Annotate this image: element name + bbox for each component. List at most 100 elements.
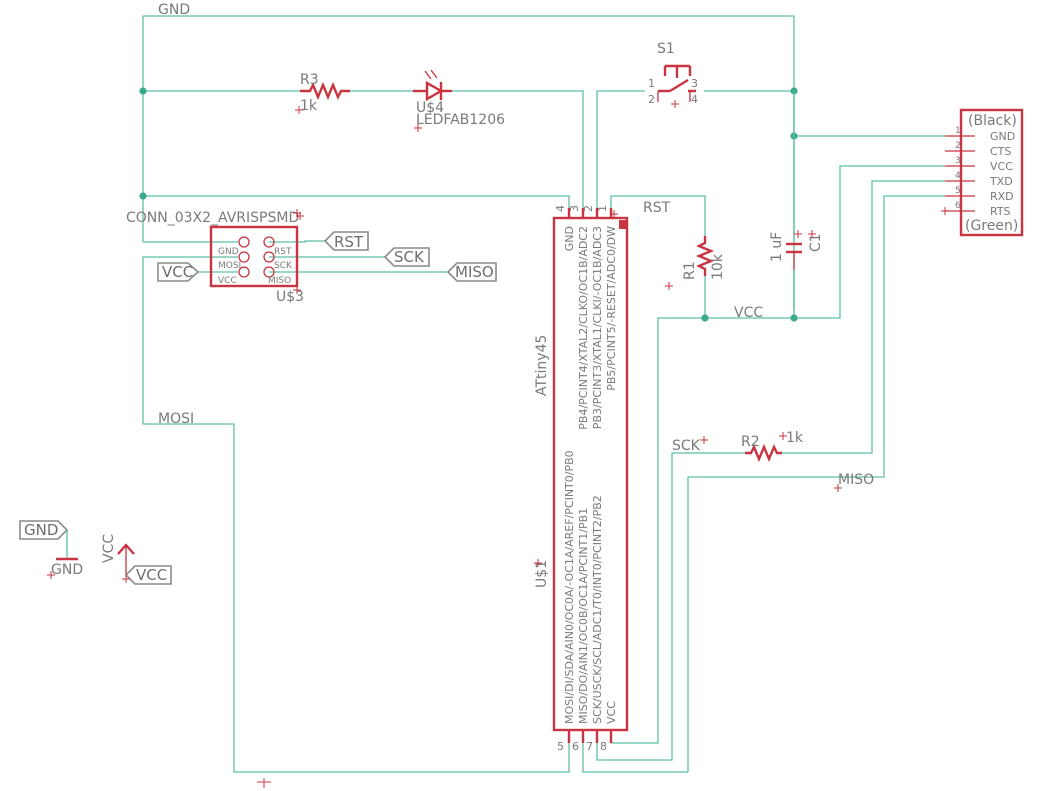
isp-pin-mosi: MOSI (218, 261, 241, 271)
resistor-r2[interactable]: R2 1k (741, 430, 804, 463)
isp-pad (238, 266, 250, 278)
resistor-r3-body (300, 81, 350, 101)
mcu-top-pin-num-1: 1 (596, 205, 609, 212)
ftdi-outline (959, 108, 1024, 237)
flag-vcc[interactable]: VCC (124, 565, 172, 585)
isp-pin-miso: MISO (268, 276, 291, 286)
ftdi-pin-num-4: 4 (955, 171, 961, 181)
ftdi-pin-cts: CTS (990, 145, 1011, 158)
resistor-r3-value: 1k (300, 98, 318, 114)
capacitor-c1[interactable]: 1 uF C1 (769, 91, 824, 270)
junction-dot (701, 314, 709, 322)
mcu-pin-vcc: VCC (605, 701, 618, 724)
junction-dot (139, 192, 147, 200)
wires (142, 15, 945, 773)
origin-cross-icon (534, 559, 542, 567)
origin-cross-icon (794, 230, 802, 238)
resistor-r1-value: 10k (710, 253, 726, 280)
flag-rst-label: RST (334, 233, 364, 251)
net-label-gnd: GND (158, 2, 190, 18)
flag-vcc-left[interactable]: VCC (157, 262, 200, 282)
mcu-pin-pb0: MOSI/DI/SDA/AIN0/OC0A/-OC1A/AREF/PCINT0/… (563, 450, 576, 724)
capacitor-name: C1 (808, 233, 824, 252)
isp-pin-sck: SCK (274, 261, 293, 271)
led-triangle-icon (425, 80, 444, 102)
wire-r2-ftdi (782, 180, 945, 454)
flag-gnd-shape (19, 520, 69, 540)
origin-cross-icon (296, 212, 304, 220)
mcu-top-pin-num-2: 2 (582, 205, 595, 212)
resistor-r1-body (695, 236, 715, 276)
vcc-symbol[interactable]: VCC (101, 534, 135, 575)
mcu-attiny45[interactable]: 4 3 2 1 GND PB4/PCINT4/XTAL2/CLKO/OC1B/A… (534, 205, 629, 753)
isp-pin-rst: RST (274, 247, 292, 257)
ftdi-pin-num-5: 5 (955, 186, 961, 196)
ftdi-pin-num-2: 2 (955, 141, 961, 151)
resistor-r3-name: R3 (300, 72, 319, 88)
mcu-pin-pb4: PB4/PCINT4/XTAL2/CLKO/OC1B/ADC2 (577, 226, 590, 430)
led-u4[interactable]: U$4 LEDFAB1206 (413, 69, 505, 128)
mcu-outline (552, 216, 629, 732)
flag-vcc-shape (124, 565, 172, 585)
mcu-pin-pb2: SCK/USCK/SCL/ADC1/T0/INT0/PCINT2/PB2 (591, 495, 604, 724)
net-label-rst: RST (643, 200, 671, 216)
net-label-miso: MISO (838, 472, 874, 488)
origin-cross-icon (808, 230, 816, 238)
ftdi-pin-num-1: 1 (955, 126, 961, 136)
origin-cross-icon (610, 210, 618, 218)
ftdi-header[interactable]: (Black) (Green) GND CTS VCC TXD RXD RTS … (945, 108, 1024, 237)
resistor-r1[interactable]: R1 10k (682, 236, 726, 280)
isp-header-u3[interactable]: GND MOSI VCC RST SCK MISO CONN_03X2_AVRI… (126, 210, 304, 305)
flag-miso-shape (446, 262, 497, 282)
isp-pad (263, 236, 275, 248)
wire-sck-mcu (596, 452, 745, 761)
wire-miso-mcu (582, 195, 945, 773)
gnd-symbol[interactable]: GND (51, 530, 83, 578)
flag-rst-shape (323, 231, 369, 251)
net-label-sck: SCK (672, 438, 701, 454)
flag-sck-label: SCK (394, 248, 425, 266)
mcu-pin-pb5: PB5/PCINT5/-RESET/ADC0/DW (605, 226, 618, 391)
mcu-bottom-pin-num-5: 5 (557, 740, 564, 753)
switch-s1[interactable]: S1 1 2 3 4 (648, 41, 698, 106)
wire-mosi (142, 256, 570, 773)
resistor-r3[interactable]: R3 1k (300, 72, 350, 114)
isp-pad (238, 236, 250, 248)
isp-outline (209, 225, 299, 288)
flag-vcc-left-label: VCC (162, 263, 193, 281)
ftdi-pin-txd: TXD (989, 175, 1013, 188)
switch-blade (669, 78, 689, 93)
capacitor-value: 1 uF (769, 232, 785, 262)
origin-cross-icon (665, 282, 673, 290)
mcu-pin-pb1: MISO/DO/AIN1/OC0B/OC1A/PCINT1/PB1 (577, 508, 590, 724)
mcu-pin1-marker (619, 220, 626, 229)
led-value: LEDFAB1206 (416, 112, 505, 128)
flag-vcc-label: VCC (136, 566, 167, 584)
mcu-top-pin-num-3: 3 (568, 205, 581, 212)
mcu-pin-pb3: PB3/PCINT3/XTAL1/CLKI/-OC1B/ADC3 (591, 226, 604, 429)
flag-gnd-label: GND (24, 521, 58, 539)
isp-pad (263, 266, 275, 278)
flag-gnd[interactable]: GND (19, 520, 69, 540)
flag-sck[interactable]: SCK (383, 247, 430, 267)
led-name: U$4 (416, 100, 444, 116)
origin-cross-icon (834, 484, 842, 492)
origin-cross-icon (257, 778, 271, 788)
wire-rst (610, 195, 706, 236)
ftdi-top-label: (Black) (968, 113, 1017, 129)
origin-cross-icon (941, 207, 949, 215)
flag-miso[interactable]: MISO (446, 262, 497, 282)
flag-miso-label: MISO (455, 263, 494, 281)
wire-s1-mcu (596, 90, 645, 218)
ftdi-pin-num-6: 6 (955, 201, 961, 211)
wire-isp-rst (269, 240, 325, 243)
origin-cross-icon (47, 571, 55, 579)
resistor-r2-name: R2 (741, 434, 760, 450)
led-light-arrow-icon (424, 70, 432, 80)
flag-vcc-left-shape (157, 262, 200, 282)
resistor-r1-name: R1 (682, 261, 698, 280)
flag-rst[interactable]: RST (323, 231, 369, 251)
vcc-symbol-label: VCC (101, 534, 117, 563)
junction-dot (139, 87, 147, 95)
